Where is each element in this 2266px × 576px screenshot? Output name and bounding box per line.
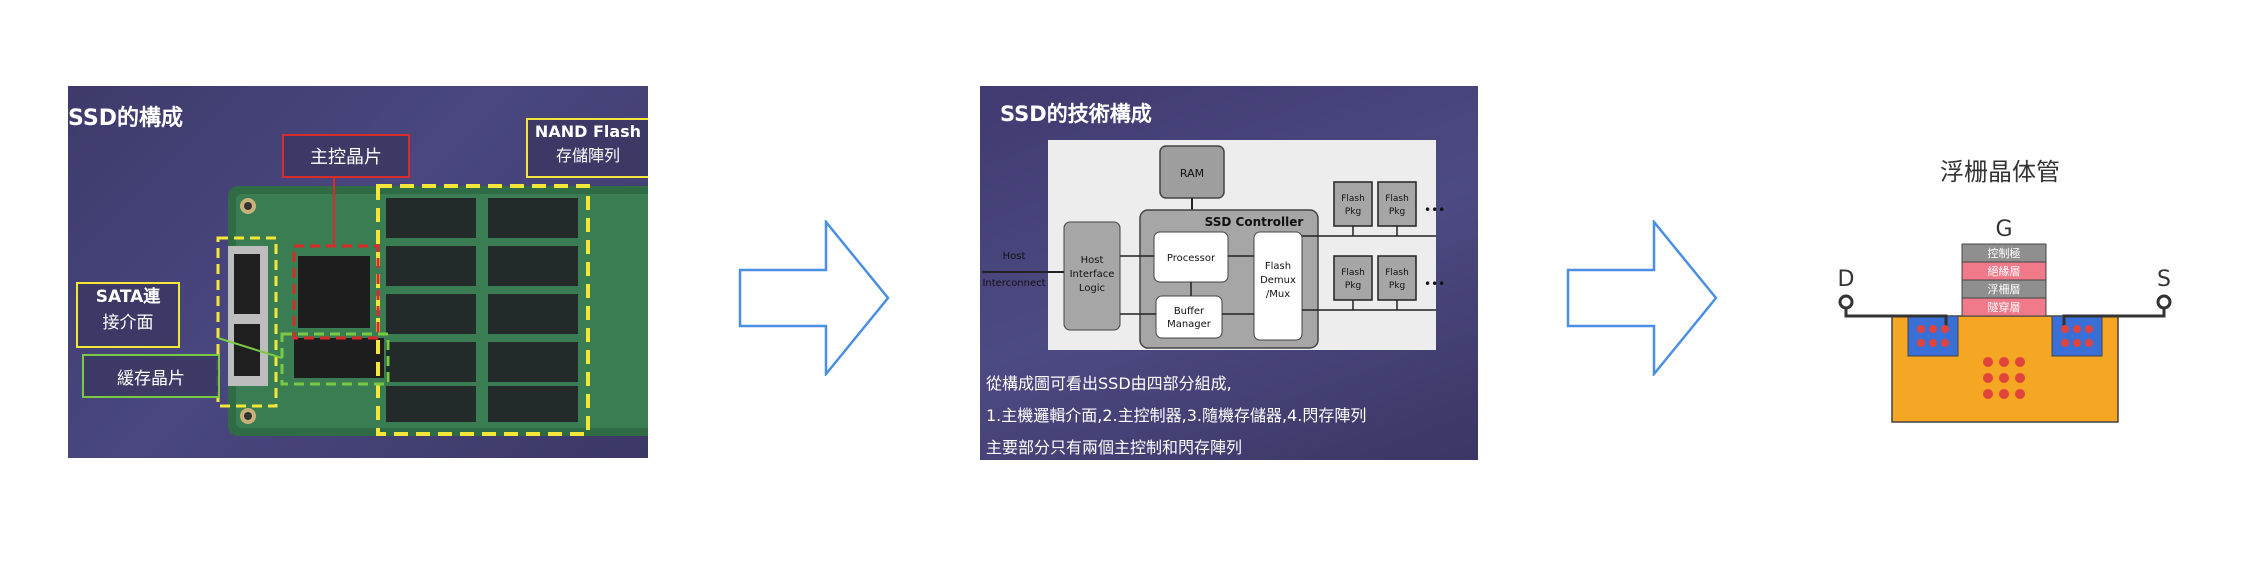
pkg2-line1: Flash	[1385, 194, 1409, 204]
ssd-architecture-panel: SSD的技術構成 RAM SSD Controller Processor Bu…	[980, 86, 1478, 460]
transistor-diagram: 控制極 絕緣層 浮柵層 隧穿層 G D S	[1838, 217, 2172, 423]
buffer-line2: Manager	[1167, 319, 1212, 330]
electron-dots	[1917, 325, 2093, 399]
layer3-label: 浮柵層	[1988, 282, 2021, 296]
caption-line1: 從構成圖可看出SSD由四部分組成,	[986, 374, 1232, 393]
flash-demux-block	[1253, 231, 1303, 341]
pkg3-line2: Pkg	[1345, 281, 1361, 291]
sata-highlight	[216, 236, 278, 408]
flash-pkg-grid	[1333, 181, 1417, 301]
transistor-title: 浮栅晶体管	[1940, 158, 2060, 186]
source-label: S	[2157, 267, 2171, 292]
nand-flash-line2: 存儲陣列	[555, 146, 620, 165]
buffer-block	[1155, 295, 1223, 339]
ellipsis-bottom: •••	[1424, 277, 1445, 291]
buffer-line1: Buffer	[1174, 306, 1205, 317]
gate-label: G	[1995, 217, 2012, 242]
cache-text: 緩存晶片	[117, 368, 185, 389]
page-title: SSD的構成	[68, 106, 183, 131]
caption-line3: 主要部分只有兩個主控制和閃存陣列	[986, 438, 1243, 457]
fdm-line1: Flash	[1265, 261, 1291, 272]
controller-chip	[298, 256, 370, 328]
nand-flash-line1: NAND Flash	[534, 122, 642, 141]
caption-line2: 1.主機邏輯介面,2.主控制器,3.隨機存儲器,4.閃存陣列	[986, 406, 1367, 425]
hil-line2: Interface	[1070, 269, 1115, 280]
right-arrow-icon	[1566, 220, 1718, 376]
architecture-diagram: RAM SSD Controller Processor Buffer Mana…	[982, 140, 1445, 350]
layer2-label: 絕緣層	[1988, 265, 2021, 278]
fdm-line2: Demux	[1260, 275, 1296, 286]
main-controller-label: 主控晶片	[282, 134, 410, 178]
ssd-board-illustration	[216, 178, 648, 436]
tunnel-layer	[1961, 297, 2047, 317]
host-interface-block	[1063, 221, 1121, 331]
hil-line1: Host	[1081, 255, 1104, 266]
layer1-label: 控制極	[1988, 246, 2021, 260]
pkg4-line2: Pkg	[1389, 281, 1405, 291]
source-region	[2051, 315, 2103, 357]
pkg1-line2: Pkg	[1345, 207, 1361, 217]
sata-line2: 接介面	[102, 313, 154, 333]
controller-label: SSD Controller	[1205, 215, 1304, 229]
pkg3-line1: Flash	[1341, 268, 1365, 278]
drain-region	[1907, 315, 1959, 357]
cache-highlight	[280, 332, 390, 386]
ellipsis-top: •••	[1424, 203, 1445, 217]
main-controller-text: 主控晶片	[310, 147, 382, 168]
nand-flash-label: NAND Flash 存儲陣列	[526, 118, 648, 178]
floating-gate-transistor-panel: 浮栅晶体管 控制極 絕緣層 浮柵層 隧穿層 G D S	[1820, 140, 2210, 440]
cache-chip	[294, 338, 384, 378]
layer4-label: 隧穿層	[1988, 300, 2021, 314]
controller-highlight	[292, 244, 380, 340]
pkg4-line1: Flash	[1385, 268, 1409, 278]
pkg1-line1: Flash	[1341, 194, 1365, 204]
pkg2-line2: Pkg	[1389, 207, 1405, 217]
sata-line1: SATA連	[95, 287, 161, 307]
host-line2: Interconnect	[982, 278, 1045, 289]
right-arrow-icon	[738, 220, 890, 376]
sata-label: SATA連 接介面	[76, 282, 180, 348]
host-line1: Host	[1003, 251, 1026, 262]
processor-label: Processor	[1167, 253, 1216, 264]
architecture-caption: 從構成圖可看出SSD由四部分組成, 1.主機邏輯介面,2.主控制器,3.隨機存儲…	[986, 368, 1366, 460]
architecture-title: SSD的技術構成	[1000, 102, 1152, 126]
fdm-line3: /Mux	[1266, 289, 1290, 300]
cache-label: 緩存晶片	[82, 354, 220, 398]
ram-label: RAM	[1180, 167, 1204, 180]
ssd-components-panel: SSD的構成 主控晶片 NAND Flash 存儲陣列 SATA連 接介面 緩存…	[68, 86, 648, 458]
hil-line3: Logic	[1079, 283, 1105, 294]
drain-label: D	[1838, 267, 1855, 292]
